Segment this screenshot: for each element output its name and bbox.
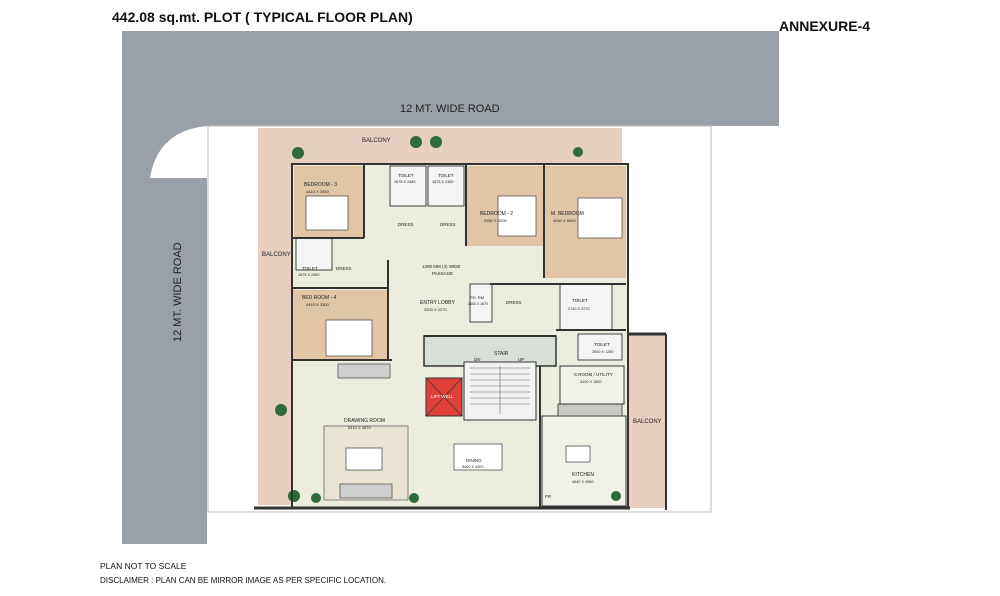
top-road-label: 12 MT. WIDE ROAD xyxy=(400,103,500,115)
bed-4 xyxy=(325,319,373,357)
left-road-label: 12 MT. WIDE ROAD xyxy=(172,242,184,342)
master-bedroom-dim: 4040 X 5500 xyxy=(553,218,576,223)
toilet-e-dim: 2000 X 1250 xyxy=(592,350,614,354)
toilet-a-dim: 1675 X 2450 xyxy=(394,180,416,184)
plan-title: 442.08 sq.mt. PLOT ( TYPICAL FLOOR PLAN) xyxy=(112,9,413,25)
toilet-a-area xyxy=(389,165,427,207)
kitchen-island xyxy=(565,445,591,463)
dress-d-label: DRESS xyxy=(506,300,522,305)
powder-room-dim: 1600 X 1870 xyxy=(468,302,488,306)
drawing-sofa xyxy=(339,483,393,499)
toilet-e-label: TOILET xyxy=(594,342,610,347)
scale-note: PLAN NOT TO SCALE xyxy=(100,561,187,571)
dress-a-label: DRESS xyxy=(398,222,414,227)
bedroom-4-dim: 4410 X 3300 xyxy=(306,302,329,307)
fridge-label: FR xyxy=(545,494,552,499)
walls xyxy=(254,163,667,510)
stair-label: STAIR xyxy=(494,351,509,357)
passage-sofa xyxy=(337,363,391,379)
lift-cross-2 xyxy=(425,377,463,417)
kitchen-counter xyxy=(557,403,623,417)
balcony-right-area xyxy=(628,334,666,508)
master-bedroom-label: M. BEDROOM xyxy=(551,211,584,217)
entry-lobby-dim: 3500 X 2270 xyxy=(424,307,447,312)
road-area xyxy=(122,31,779,544)
entry-lobby-label: ENTRY LOBBY xyxy=(420,300,455,306)
drawing-table xyxy=(345,447,383,471)
balcony-right-label: BALCONY xyxy=(633,419,662,425)
bedroom-4-label: BED ROOM - 4 xyxy=(302,295,337,301)
toilet-c-area xyxy=(295,237,333,271)
dress-c-label: DRESS xyxy=(336,266,352,271)
bedroom-3-dim: 4410 X 3300 xyxy=(306,189,329,194)
dining-label: DINING xyxy=(466,458,482,463)
toilet-b-area xyxy=(427,165,465,207)
balcony-top-label: BALCONY xyxy=(362,138,391,144)
sroom-dim: 3100 X 1800 xyxy=(580,380,602,384)
stair-treads xyxy=(470,366,530,414)
toilet-c-dim: 1675 X 2450 xyxy=(298,273,320,277)
bed-master xyxy=(577,197,623,239)
balcony-left-label: BALCONY xyxy=(262,252,291,258)
kitchen-label: KITCHEN xyxy=(572,472,594,478)
dining-table xyxy=(453,443,503,471)
drawing-room-dim: 5410 X 4870 xyxy=(348,425,371,430)
powder-room-area xyxy=(469,283,493,323)
bed-2 xyxy=(497,195,537,237)
annexure-label: ANNEXURE-4 xyxy=(779,18,871,34)
toilet-c-label: TOILET xyxy=(302,266,318,271)
passage-label-2: PASSAGE xyxy=(432,271,453,276)
toilet-d-dim: 2740 X 2270 xyxy=(568,307,590,311)
stair-core xyxy=(423,335,557,367)
bedroom-2-dim: 3350 X 4200 xyxy=(484,218,507,223)
toilet-e-area xyxy=(577,333,623,361)
stair-up-label: UP xyxy=(518,357,524,362)
powder-room-label: PD. RM xyxy=(470,295,484,300)
passage-label: 1200 MM (4) WIDE xyxy=(422,264,461,269)
bedroom-3-label: BEDROOM - 3 xyxy=(304,182,337,188)
toilet-d-label: TOILET xyxy=(572,298,588,303)
bedroom-2-label: BEDROOM - 2 xyxy=(480,211,513,217)
sroom-area xyxy=(559,365,625,405)
drawing-room-label: DRAWING ROOM xyxy=(344,418,385,424)
stair-dn-label: DN xyxy=(474,357,481,362)
kitchen-dim: 4040 X 4560 xyxy=(572,480,594,484)
disclaimer: DISCLAIMER : PLAN CAN BE MIRROR IMAGE AS… xyxy=(100,576,387,585)
dress-b-label: DRESS xyxy=(440,222,456,227)
toilet-b-dim: 1675 X 2450 xyxy=(432,180,454,184)
toilet-b-label: TOILET xyxy=(438,173,454,178)
toilet-d-area xyxy=(559,283,613,331)
toilet-a-label: TOILET xyxy=(398,173,414,178)
bed-3 xyxy=(305,195,349,231)
dining-dim: 5400 X 4200 xyxy=(462,465,484,469)
sroom-label: S.ROOM / UTILITY xyxy=(574,372,613,377)
lift-well-label: LIFT WELL xyxy=(431,394,454,399)
